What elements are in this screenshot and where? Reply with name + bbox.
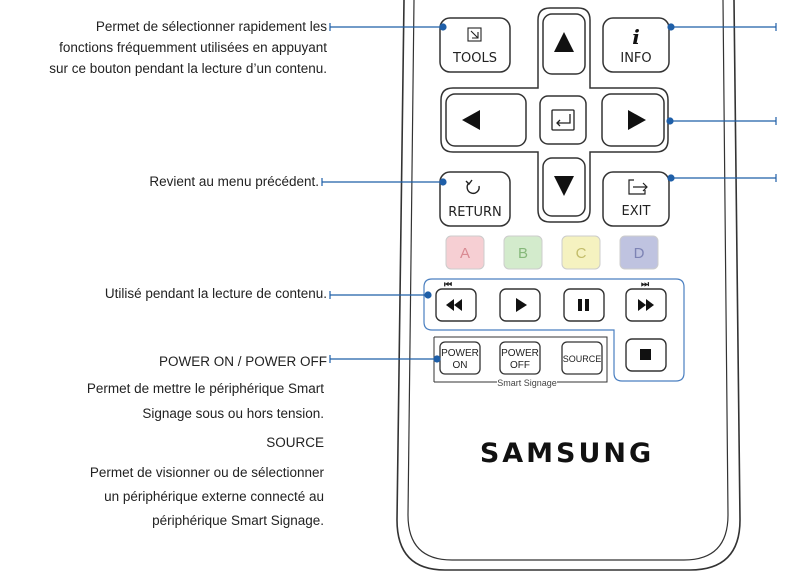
- color-button-a-label: A: [460, 245, 470, 262]
- color-button-d[interactable]: [619, 235, 659, 270]
- power-on-label-line-2: ON: [453, 360, 468, 371]
- enter-button[interactable]: [539, 95, 587, 145]
- exit-icon: [628, 179, 648, 195]
- color-button-b[interactable]: [503, 235, 543, 270]
- remote-body: [396, 0, 741, 571]
- source-label: SOURCE: [563, 354, 602, 364]
- source-annotation-title: SOURCE: [266, 435, 324, 450]
- color-buttons: A B C D: [445, 235, 659, 270]
- source-desc-line-3: périphérique Smart Signage.: [152, 513, 324, 528]
- pause-button[interactable]: [563, 288, 605, 322]
- tools-label: TOOLS: [452, 51, 497, 66]
- source-desc-line-1: Permet de visionner ou de sélectionner: [89, 465, 324, 480]
- power-desc-line-2: Signage sous ou hors tension.: [142, 406, 324, 421]
- playback-group-border: [423, 278, 685, 382]
- exit-button[interactable]: [602, 171, 670, 227]
- samsung-logo: SAMSUNG: [480, 438, 654, 469]
- return-icon: [465, 179, 480, 194]
- power-off-label-line-2: OFF: [510, 360, 530, 371]
- return-label: RETURN: [448, 205, 501, 220]
- tools-button[interactable]: [439, 17, 511, 73]
- tools-annotation-line-1: Permet de sélectionner rapidement les: [95, 19, 327, 34]
- stop-icon: [640, 349, 651, 360]
- color-button-c[interactable]: [561, 235, 601, 270]
- power-off-button[interactable]: [499, 341, 541, 375]
- smart-signage-group-border: [434, 336, 608, 383]
- leader-lines: [321, 23, 777, 363]
- up-arrow-icon: [554, 32, 574, 52]
- power-on-label-line-1: POWER: [441, 348, 479, 359]
- tools-annotation: Permet de sélectionner rapidement les fo…: [49, 16, 327, 79]
- return-button[interactable]: [439, 171, 511, 227]
- color-button-a[interactable]: [445, 235, 485, 270]
- return-annotation: Revient au menu précédent.: [149, 174, 319, 189]
- power-desc-line-1: Permet de mettre le périphérique Smart: [86, 381, 324, 396]
- skip-forward-icon: ⏭: [641, 279, 650, 289]
- skip-back-icon: ⏮: [444, 279, 452, 289]
- down-arrow-icon: [554, 176, 574, 196]
- exit-label: EXIT: [622, 204, 651, 219]
- info-icon: i: [632, 25, 640, 49]
- power-annotation-desc: Permet de mettre le périphérique Smart S…: [87, 376, 324, 426]
- remote-body-inner: [407, 0, 729, 561]
- color-button-d-label: D: [634, 245, 645, 262]
- source-annotation-desc: Permet de visionner ou de sélectionner u…: [90, 461, 324, 533]
- smart-signage-label: Smart Signage: [497, 378, 557, 388]
- enter-icon: [551, 109, 575, 131]
- power-annotation-title: POWER ON / POWER OFF: [159, 354, 327, 369]
- tools-annotation-line-3: sur ce bouton pendant la lecture d’un co…: [49, 61, 327, 76]
- left-arrow-icon: [462, 110, 480, 130]
- play-icon: [516, 298, 527, 312]
- right-arrow-icon: [628, 110, 646, 130]
- info-label: INFO: [620, 51, 651, 66]
- pause-icon: [578, 299, 589, 311]
- left-button[interactable]: [445, 93, 527, 147]
- tools-annotation-line-2: fonctions fréquemment utilisées en appuy…: [59, 40, 327, 55]
- source-button[interactable]: [561, 341, 603, 375]
- rewind-icon: [446, 299, 462, 311]
- fast-forward-icon: [638, 299, 654, 311]
- playback-annotation: Utilisé pendant la lecture de contenu.: [104, 286, 327, 301]
- power-off-label-line-1: POWER: [501, 348, 539, 359]
- info-button[interactable]: [602, 17, 670, 73]
- color-button-b-label: B: [518, 245, 528, 262]
- tools-icon: [467, 27, 482, 42]
- source-desc-line-2: un périphérique externe connecté au: [104, 489, 324, 504]
- color-button-c-label: C: [576, 245, 587, 262]
